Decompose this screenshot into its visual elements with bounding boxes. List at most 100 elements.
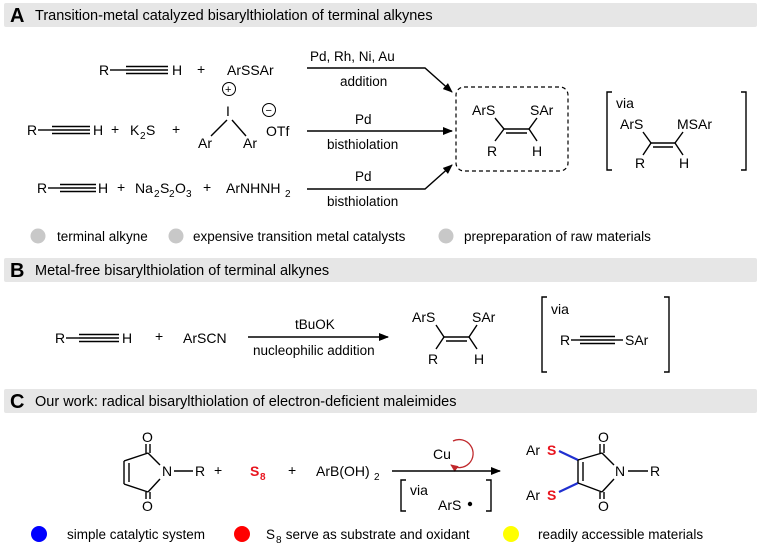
feature-c1: simple catalytic system	[67, 527, 205, 542]
panel-a: A Transition-metal catalyzed bisarylthio…	[4, 3, 757, 244]
intermediate-a: via ArS MSAr R H	[606, 91, 747, 171]
s8-s: S	[250, 463, 259, 479]
row3-arrow	[307, 164, 453, 190]
feature-a3-bullet	[438, 228, 454, 244]
intermediate-a-via: via	[616, 95, 634, 111]
intermediate-a-ars: ArS	[620, 116, 643, 132]
iodonium-salt: I Ar Ar + − OTf	[198, 82, 289, 151]
feature-a1: terminal alkyne	[57, 229, 148, 244]
feature-c2-bullet	[234, 526, 250, 542]
c-plus1: +	[214, 462, 222, 478]
panel-c-header	[4, 389, 757, 413]
feature-c2-s: S	[266, 527, 275, 542]
feature-c3-bullet	[503, 526, 519, 542]
intermediate-b-sar: SAr	[625, 332, 649, 348]
row2-r: R	[27, 122, 37, 138]
feature-a1-bullet	[30, 228, 46, 244]
panel-c: C Our work: radical bisarylthiolation of…	[4, 389, 757, 546]
product-c-o-bottom: O	[598, 498, 609, 514]
product-c-ar1: Ar	[526, 442, 540, 458]
b-h: H	[122, 330, 132, 346]
b-plus: +	[155, 328, 163, 344]
panel-a-features: terminal alkyne expensive transition met…	[30, 228, 651, 244]
panel-b-header	[4, 258, 757, 282]
row3-plus1: +	[117, 179, 125, 195]
b-cond-bottom: nucleophilic addition	[253, 343, 375, 358]
aryl-hydrazine: ArNHNH 2	[226, 180, 291, 200]
row3-h: H	[98, 180, 108, 196]
intermediate-a-msar: MSAr	[677, 116, 712, 132]
hydrazine: ArNHNH	[226, 180, 280, 196]
row2-plus1: +	[111, 121, 119, 137]
row1-alkyne: R H	[99, 62, 182, 78]
feature-a2: expensive transition metal catalysts	[193, 229, 406, 244]
maleimide-o-bottom: O	[142, 498, 153, 514]
product-c-s2: S	[547, 487, 556, 503]
k2s-sub: 2	[140, 131, 146, 142]
row3-cond-top: Pd	[355, 169, 372, 184]
feature-c3: readily accessible materials	[538, 527, 703, 542]
panel-a-header	[4, 3, 757, 27]
panel-c-title: Our work: radical bisarylthiolation of e…	[35, 394, 456, 410]
panel-a-letter: A	[10, 5, 24, 27]
plus-charge: +	[225, 84, 231, 96]
copper-catalytic-cycle: Cu	[433, 438, 474, 472]
row1-cond-bottom: addition	[340, 74, 387, 89]
panel-c-features: simple catalytic system S 8 serve as sub…	[31, 526, 703, 546]
radical-ars: ArS	[438, 497, 461, 513]
maleimide-o-top: O	[142, 429, 153, 445]
row1-reagent: ArSSAr	[227, 62, 274, 78]
triflate: OTf	[266, 123, 289, 139]
boronic-sub: 2	[374, 472, 380, 483]
feature-a3: prepreparation of raw materials	[464, 229, 651, 244]
product-a-ars: ArS	[472, 102, 495, 118]
s8-sub: 8	[260, 472, 266, 483]
k2s-k: K	[130, 122, 140, 138]
panel-b-title: Metal-free bisarylthiolation of terminal…	[35, 263, 329, 279]
product-c-s1: S	[547, 442, 556, 458]
row1-arrow	[307, 67, 453, 93]
panel-b-alkyne: R H	[55, 330, 132, 346]
feature-c1-bullet	[31, 526, 47, 542]
product-c-ar2: Ar	[526, 487, 540, 503]
na: Na	[135, 180, 153, 196]
radical-via: via	[410, 482, 428, 498]
product-b-r: R	[428, 351, 438, 367]
row1-r: R	[99, 62, 109, 78]
product-b-h: H	[474, 351, 484, 367]
maleimide-n: N	[162, 463, 172, 479]
feature-a2-bullet	[168, 228, 184, 244]
intermediate-b: via R SAr	[541, 296, 670, 373]
row1-h: H	[172, 62, 182, 78]
b-r: R	[55, 330, 65, 346]
panel-b-letter: B	[10, 260, 24, 282]
row2-plus2: +	[172, 121, 180, 137]
iodonium-ar-left: Ar	[198, 135, 212, 151]
na-s: S	[160, 180, 169, 196]
row2-cond-top: Pd	[355, 112, 372, 127]
product-a-r: R	[487, 143, 497, 159]
sulfur-s8: S 8	[250, 463, 266, 483]
row3-r: R	[37, 180, 47, 196]
product-c-r: R	[650, 463, 660, 479]
row1-plus: +	[197, 61, 205, 77]
panel-b: B Metal-free bisarylthiolation of termin…	[4, 258, 757, 373]
intermediate-a-h: H	[679, 155, 689, 171]
row3-alkyne: R H	[37, 180, 108, 196]
row2-k2s: K 2 S	[130, 122, 155, 142]
product-a: ArS SAr R H	[472, 102, 554, 159]
product-b-ars: ArS	[412, 309, 435, 325]
na-sub: 2	[154, 189, 160, 200]
boronic-acid: ArB(OH)	[316, 463, 370, 479]
row1-cond-top: Pd, Rh, Ni, Au	[310, 49, 395, 64]
row2-h: H	[93, 122, 103, 138]
maleimide-r: R	[195, 463, 205, 479]
maleimide: O N R O	[123, 429, 205, 514]
product-a-sar: SAr	[530, 102, 554, 118]
product-a-h: H	[532, 143, 542, 159]
product-b-sar: SAr	[472, 309, 496, 325]
intermediate-b-r: R	[560, 332, 570, 348]
feature-c2-sub: 8	[276, 535, 282, 546]
row3-cond-bottom: bisthiolation	[327, 194, 398, 209]
